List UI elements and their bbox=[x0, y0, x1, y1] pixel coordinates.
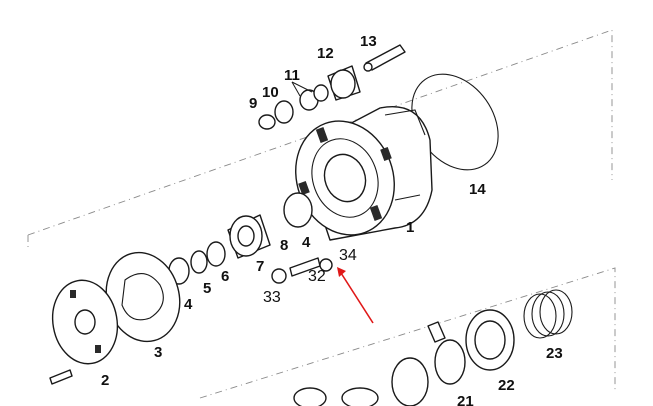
callout-9: 9 bbox=[249, 95, 257, 112]
callout-11: 11 bbox=[284, 67, 300, 84]
needle-bearing-part-11 bbox=[299, 84, 329, 111]
callout-32: 32 bbox=[308, 268, 326, 285]
drum-housing-part-1 bbox=[295, 106, 433, 241]
ring-part-6 bbox=[206, 241, 226, 267]
callout-8: 8 bbox=[280, 237, 288, 254]
rings-part-23 bbox=[523, 289, 573, 339]
callout-34: 34 bbox=[339, 247, 357, 264]
ring-part-5 bbox=[190, 250, 208, 274]
pin-part-13 bbox=[363, 44, 406, 72]
callout-13: 13 bbox=[360, 33, 377, 50]
callout-23: 23 bbox=[546, 345, 563, 362]
callout-12: 12 bbox=[317, 45, 334, 62]
callout-10: 10 bbox=[262, 84, 279, 101]
clamp-parts-21 bbox=[293, 321, 466, 406]
callout-33: 33 bbox=[263, 289, 281, 306]
callout-3: 3 bbox=[154, 344, 162, 361]
cap-part-34 bbox=[319, 258, 333, 272]
washer-part-10 bbox=[274, 100, 294, 124]
splined-hub-part-7 bbox=[227, 214, 271, 259]
callout-22: 22 bbox=[498, 377, 515, 394]
nut-part-33 bbox=[271, 268, 287, 284]
roller-cage-part-12 bbox=[327, 65, 361, 101]
callout-5: 5 bbox=[203, 280, 211, 297]
callout-1: 1 bbox=[406, 219, 414, 236]
washer-part-4-upper bbox=[283, 192, 313, 228]
screw-part-2 bbox=[49, 369, 73, 385]
panel-outlines bbox=[27, 29, 616, 399]
callout-7: 7 bbox=[256, 258, 264, 275]
callout-21: 21 bbox=[457, 393, 474, 406]
bearing-part-22 bbox=[465, 309, 515, 371]
callout-labels: 1 2 3 4 4 5 6 7 8 9 10 11 12 13 14 21 22… bbox=[101, 33, 563, 406]
callout-6: 6 bbox=[221, 268, 229, 285]
callout-14: 14 bbox=[469, 181, 486, 198]
end-cover-part-2 bbox=[51, 279, 119, 365]
ring-part-9 bbox=[258, 114, 276, 130]
callout-4-lower: 4 bbox=[184, 296, 193, 313]
leader-lines bbox=[291, 81, 313, 97]
red-pointer-arrow bbox=[337, 267, 374, 324]
callout-2: 2 bbox=[101, 372, 109, 389]
callout-4-upper: 4 bbox=[302, 234, 311, 251]
